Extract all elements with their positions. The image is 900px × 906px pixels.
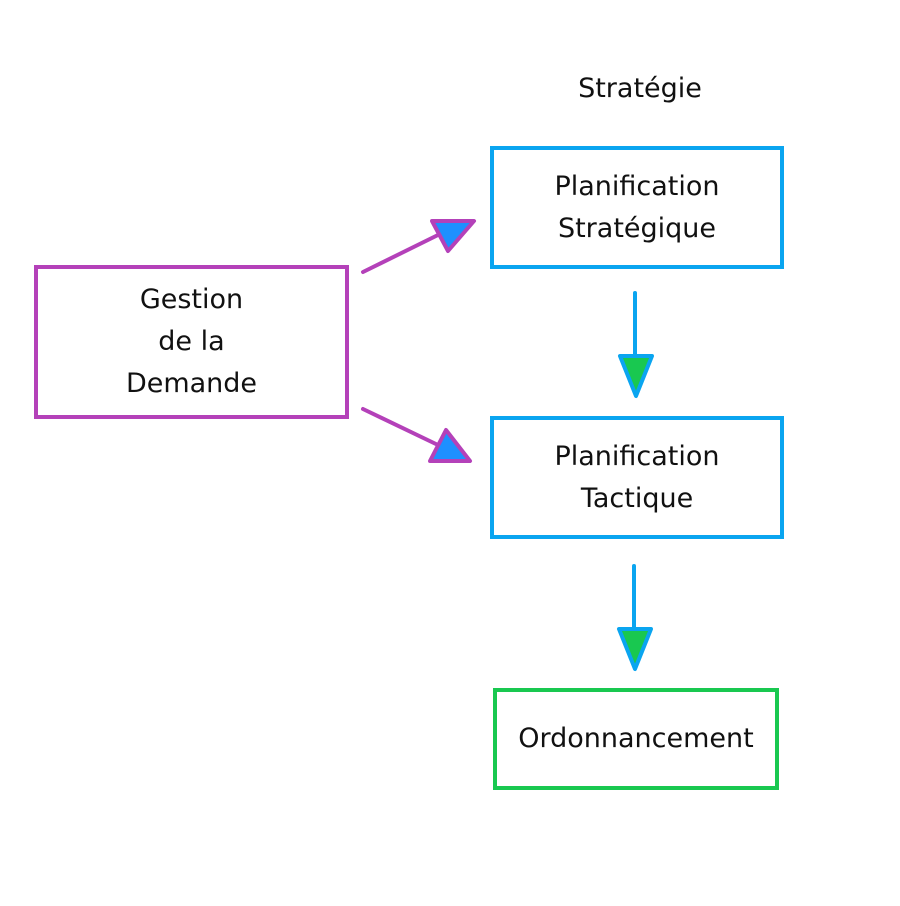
scheduling-line-1: Ordonnancement bbox=[518, 723, 754, 754]
demand-line-3: Demande bbox=[125, 368, 258, 399]
edge-strategic-to-tactical-arrowhead-icon bbox=[618, 354, 654, 398]
demand-management-box: Gestion de la Demande bbox=[34, 265, 349, 419]
edge-demand-to-tactical bbox=[361, 407, 472, 463]
edge-tactical-to-scheduling-arrowhead-icon bbox=[617, 627, 653, 671]
strategic-planning-box: Planification Stratégique bbox=[490, 146, 784, 269]
tactical-planning-box: Planification Tactique bbox=[490, 416, 784, 539]
demand-line-2: de la bbox=[158, 326, 225, 357]
edge-demand-to-strategic-arrowhead-icon bbox=[430, 219, 476, 253]
strategy-heading: Stratégie bbox=[578, 73, 702, 104]
edge-tactical-to-scheduling bbox=[617, 564, 653, 671]
scheduling-box: Ordonnancement bbox=[493, 688, 779, 790]
edge-demand-to-tactical-arrowhead-icon bbox=[428, 428, 472, 463]
tactical-line-2: Tactique bbox=[580, 482, 694, 514]
tactical-line-1: Planification bbox=[554, 440, 720, 472]
edge-demand-to-strategic bbox=[361, 219, 476, 274]
demand-line-1: Gestion bbox=[139, 284, 244, 315]
strategic-line-1: Planification bbox=[554, 170, 720, 202]
edge-strategic-to-tactical bbox=[618, 291, 654, 398]
strategic-line-2: Stratégique bbox=[557, 212, 717, 244]
